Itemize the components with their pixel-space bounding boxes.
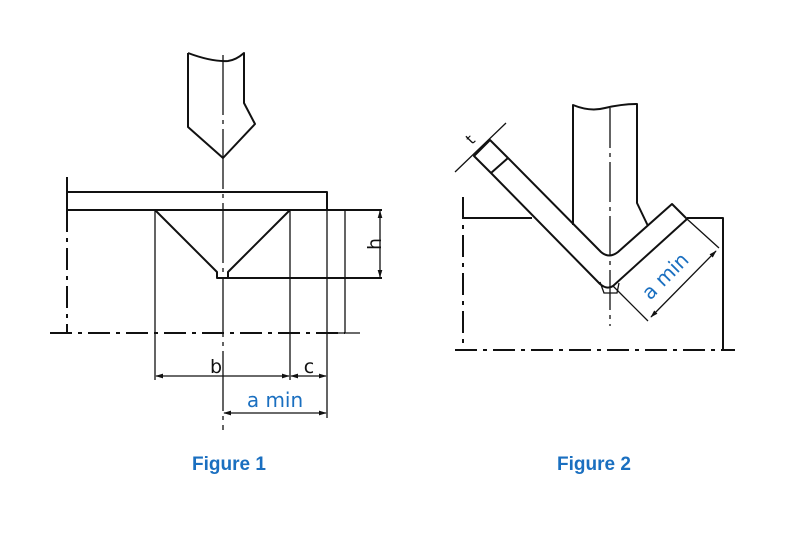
a-min-label: a min [247, 388, 303, 412]
bent-sheet [473, 139, 688, 289]
h-label: h [364, 238, 386, 250]
die-outline [463, 217, 724, 350]
b-label: b [210, 356, 222, 378]
figure-1-drawing: h b c a min [50, 52, 386, 430]
die-notch [599, 281, 620, 294]
sheet-metal [66, 177, 382, 211]
figure-2-caption: Figure 2 [557, 454, 631, 475]
t-label: t [462, 131, 479, 148]
a-min-dimension [650, 250, 717, 318]
die-outline [154, 210, 360, 418]
figure-2-drawing: a min t [454, 103, 735, 351]
figure-1-caption: Figure 1 [192, 454, 266, 475]
die-v-groove [154, 209, 382, 279]
punch [572, 103, 649, 227]
a-min-extension [612, 218, 720, 322]
c-label: c [304, 356, 314, 378]
t-dimension [454, 122, 507, 173]
punch [187, 52, 256, 159]
